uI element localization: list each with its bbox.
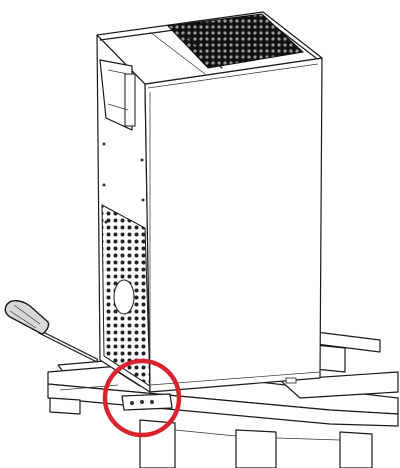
pallet-stringer	[47, 383, 399, 427]
screwdriver-icon	[4, 300, 98, 362]
top-vent-grill	[166, 13, 305, 69]
pallet-leg-front-middle	[235, 429, 277, 468]
pallet-leg-front-right	[339, 431, 373, 468]
transport-bracket	[117, 371, 173, 411]
pallet-leg-front-left	[139, 419, 176, 468]
cabinet-front-panel	[144, 57, 323, 393]
appliance-cabinet	[96, 11, 323, 393]
cable-opening	[113, 279, 135, 315]
side-bracket	[99, 59, 133, 131]
screwdriver-handle	[4, 300, 50, 335]
highlight-circle-icon	[102, 358, 182, 438]
